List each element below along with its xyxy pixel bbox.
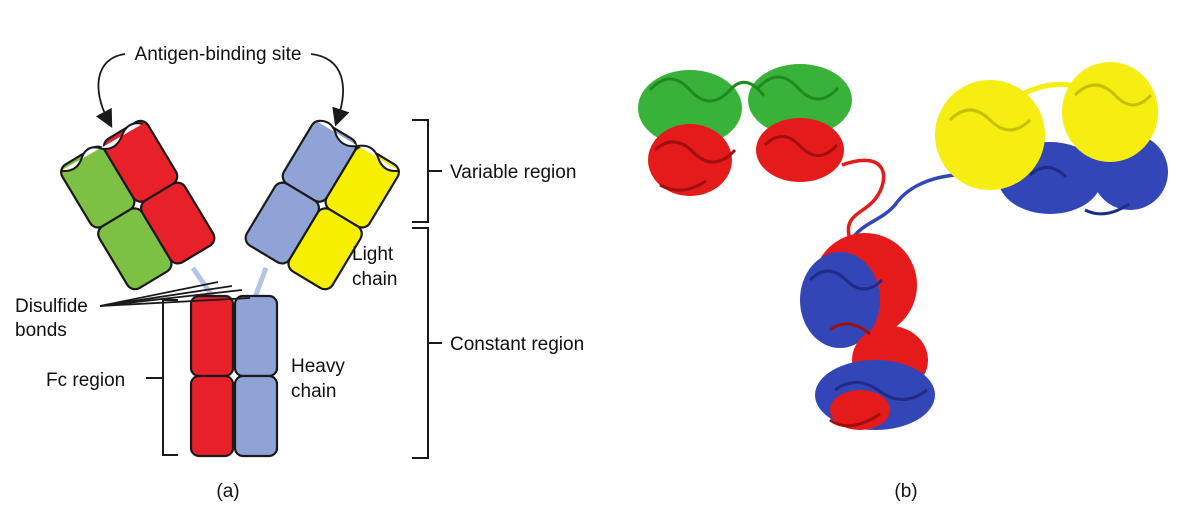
antigen-binding-site-label: Antigen-binding site bbox=[135, 44, 302, 65]
left-antigen-binding-notch bbox=[60, 122, 143, 172]
light-chain-label-line2: chain bbox=[352, 269, 397, 290]
heavy-chain-label-line2: chain bbox=[291, 381, 336, 402]
right-light-chain-constant-domain bbox=[287, 207, 363, 291]
disulfide-label-line1: Disulfide bbox=[15, 296, 88, 317]
antigen-binding-arrow-right bbox=[310, 53, 350, 127]
panel-b-label: (b) bbox=[894, 481, 917, 502]
left-fab-arm bbox=[60, 119, 216, 291]
fc-blue-ch3-domain bbox=[233, 374, 279, 458]
disulfide-label-line2: bonds bbox=[15, 320, 67, 341]
fc-stem bbox=[189, 294, 279, 458]
left-heavy-chain-ch1-domain bbox=[139, 181, 216, 265]
variable-region-bracket bbox=[412, 119, 442, 223]
blue-linker-strand bbox=[848, 173, 956, 243]
fc-ribbon bbox=[800, 233, 935, 430]
fc-region-label: Fc region bbox=[46, 370, 125, 391]
disulfide-pointer-lines bbox=[99, 281, 251, 307]
ribbon-structure: (b) bbox=[638, 62, 1168, 502]
fc-red-ch2-domain bbox=[189, 294, 235, 378]
right-antigen-binding-notch bbox=[316, 119, 400, 172]
right-fab-arm bbox=[244, 119, 400, 291]
panel-a-label: (a) bbox=[216, 481, 239, 502]
fc-region-bracket bbox=[146, 299, 178, 456]
variable-region-label: Variable region bbox=[450, 162, 576, 183]
heavy-chain-label-line1: Heavy bbox=[291, 356, 345, 377]
light-chain-label-line1: Light bbox=[352, 244, 394, 265]
right-fab-ribbon bbox=[935, 62, 1168, 216]
antibody-schematic: Antigen-binding site Disulfide bonds Lig… bbox=[15, 44, 584, 502]
antigen-binding-arrow-left bbox=[95, 53, 126, 128]
fc-blue-ch2-domain bbox=[233, 294, 279, 378]
constant-region-label: Constant region bbox=[450, 334, 584, 355]
fc-red-ch3-domain bbox=[189, 374, 235, 458]
constant-region-bracket bbox=[412, 227, 442, 459]
left-fab-ribbon bbox=[638, 64, 852, 196]
